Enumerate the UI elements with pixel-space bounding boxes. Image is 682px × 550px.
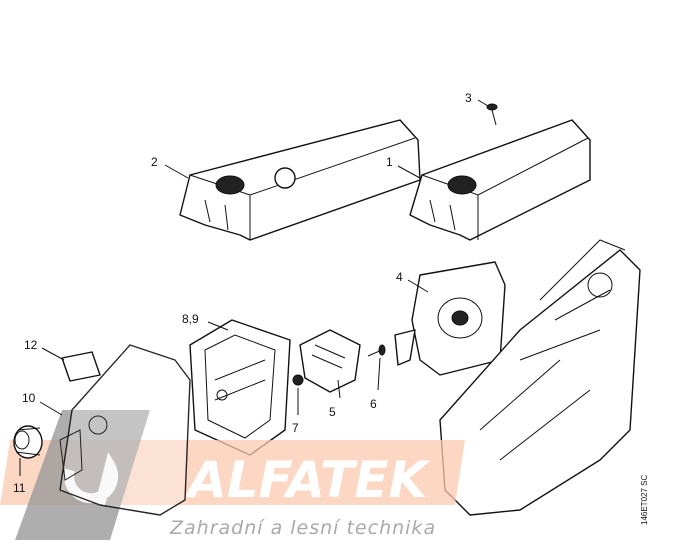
label-6: 6 bbox=[370, 397, 377, 411]
watermark-brand: ALFATEK bbox=[184, 451, 430, 509]
part-3-screw bbox=[486, 103, 498, 126]
part-12-label bbox=[61, 351, 101, 382]
part-5-filter-holder bbox=[299, 329, 361, 393]
watermark-tagline: Zahradní a lesní technika bbox=[169, 517, 436, 539]
label-11: 11 bbox=[13, 481, 26, 495]
chainsaw-body bbox=[439, 239, 641, 516]
label-8-9: 8,9 bbox=[182, 312, 199, 326]
label-3: 3 bbox=[465, 91, 472, 105]
part-1-top-cover bbox=[409, 119, 591, 241]
label-10: 10 bbox=[22, 391, 36, 405]
part-2-top-cover bbox=[179, 119, 421, 241]
part-6-screw bbox=[367, 344, 386, 357]
label-2: 2 bbox=[151, 155, 158, 169]
part-4-carburetor-box bbox=[394, 261, 506, 376]
leader-lines bbox=[19, 99, 489, 476]
drawing-code: 146ET027 SC bbox=[640, 475, 649, 525]
label-7: 7 bbox=[292, 421, 299, 435]
label-12: 12 bbox=[24, 338, 38, 352]
label-1: 1 bbox=[386, 155, 393, 169]
part-7-nut bbox=[292, 374, 304, 386]
label-4: 4 bbox=[396, 270, 403, 284]
part-8-9-air-filter bbox=[189, 319, 291, 456]
part-11-knob bbox=[13, 425, 43, 459]
label-5: 5 bbox=[329, 405, 336, 419]
part-10-shroud bbox=[59, 344, 191, 516]
part-labels: 2 1 3 4 8,9 12 10 5 6 7 11 bbox=[13, 91, 472, 495]
